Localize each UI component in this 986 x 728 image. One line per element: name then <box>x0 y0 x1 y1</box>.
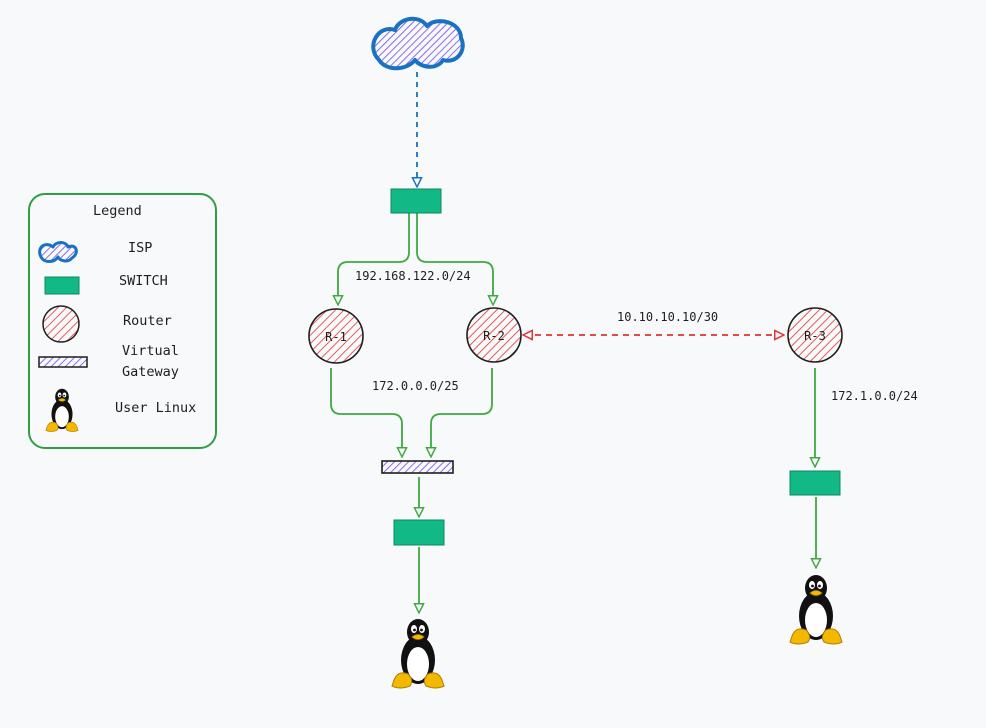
link-r1-gateway <box>330 368 402 456</box>
router-r3-label: R-3 <box>804 329 826 343</box>
tux-penguin-icon <box>45 388 79 432</box>
isp-cloud-icon <box>38 241 78 263</box>
legend-label-gateway-line2: Gateway <box>122 364 179 380</box>
link-r2-gateway <box>431 368 493 456</box>
user-linux-left[interactable] <box>391 618 445 689</box>
switch-top[interactable] <box>390 188 442 214</box>
network-label-172-1-0: 172.1.0.0/24 <box>831 389 918 403</box>
legend-label-isp: ISP <box>128 240 152 256</box>
legend-label-user-linux: User Linux <box>115 400 196 416</box>
router-r1-label: R-1 <box>325 330 347 344</box>
legend: Legend ISP SWITCH Router Virtual Gateway… <box>28 193 217 449</box>
network-label-172-0-0: 172.0.0.0/25 <box>372 379 459 393</box>
router-r1[interactable]: R-1 <box>308 308 364 364</box>
virtual-gateway-icon <box>38 356 88 368</box>
legend-label-switch: SWITCH <box>119 273 168 289</box>
legend-box <box>28 193 217 449</box>
legend-label-router: Router <box>123 313 172 329</box>
link-switch-r1 <box>338 213 410 304</box>
network-label-192-168-122: 192.168.122.0/24 <box>355 269 471 283</box>
router-r2-label: R-2 <box>483 329 505 343</box>
isp-cloud[interactable] <box>371 16 465 71</box>
network-label-10-10-10: 10.10.10.10/30 <box>617 310 718 324</box>
user-linux-right[interactable] <box>789 574 843 645</box>
router-r3[interactable]: R-3 <box>787 307 843 363</box>
link-switch-r2 <box>416 213 493 304</box>
switch-right[interactable] <box>789 470 841 496</box>
switch-bottom-left[interactable] <box>393 519 445 546</box>
router-icon <box>42 305 80 343</box>
legend-label-gateway-line1: Virtual <box>122 343 179 359</box>
router-r2[interactable]: R-2 <box>466 307 522 363</box>
legend-title: Legend <box>93 203 142 219</box>
switch-icon <box>44 276 80 295</box>
virtual-gateway[interactable] <box>381 460 454 474</box>
